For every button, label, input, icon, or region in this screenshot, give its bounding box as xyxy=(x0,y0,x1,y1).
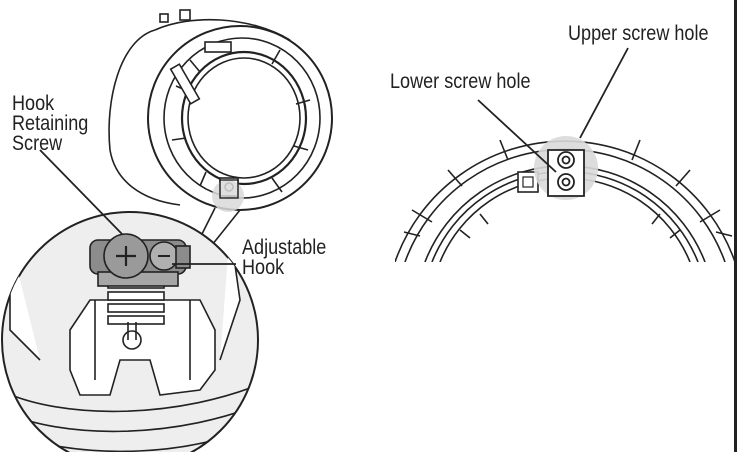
leader-hook-retaining-screw xyxy=(39,149,123,235)
screw-hole-bracket xyxy=(547,149,585,197)
label-line: Hook xyxy=(242,256,285,279)
right-border-line xyxy=(734,0,737,452)
label-line: Adjustable xyxy=(242,236,327,259)
label-upper-screw-hole: Upper screw hole xyxy=(568,22,709,45)
label-hook-retaining-screw: Hook Retaining Screw xyxy=(12,92,89,155)
leader-upper-screw-hole xyxy=(579,47,629,139)
label-line: Screw xyxy=(12,132,63,155)
leader-lower-screw-hole xyxy=(477,99,557,173)
label-lower-screw-hole: Lower screw hole xyxy=(390,70,531,93)
label-adjustable-hook: Adjustable Hook xyxy=(242,236,327,279)
label-line: Retaining xyxy=(12,112,89,135)
hook-detail-view xyxy=(1,211,259,452)
label-line: Hook xyxy=(12,92,55,115)
speaker-overview xyxy=(108,9,333,211)
hook-highlight xyxy=(212,180,244,212)
